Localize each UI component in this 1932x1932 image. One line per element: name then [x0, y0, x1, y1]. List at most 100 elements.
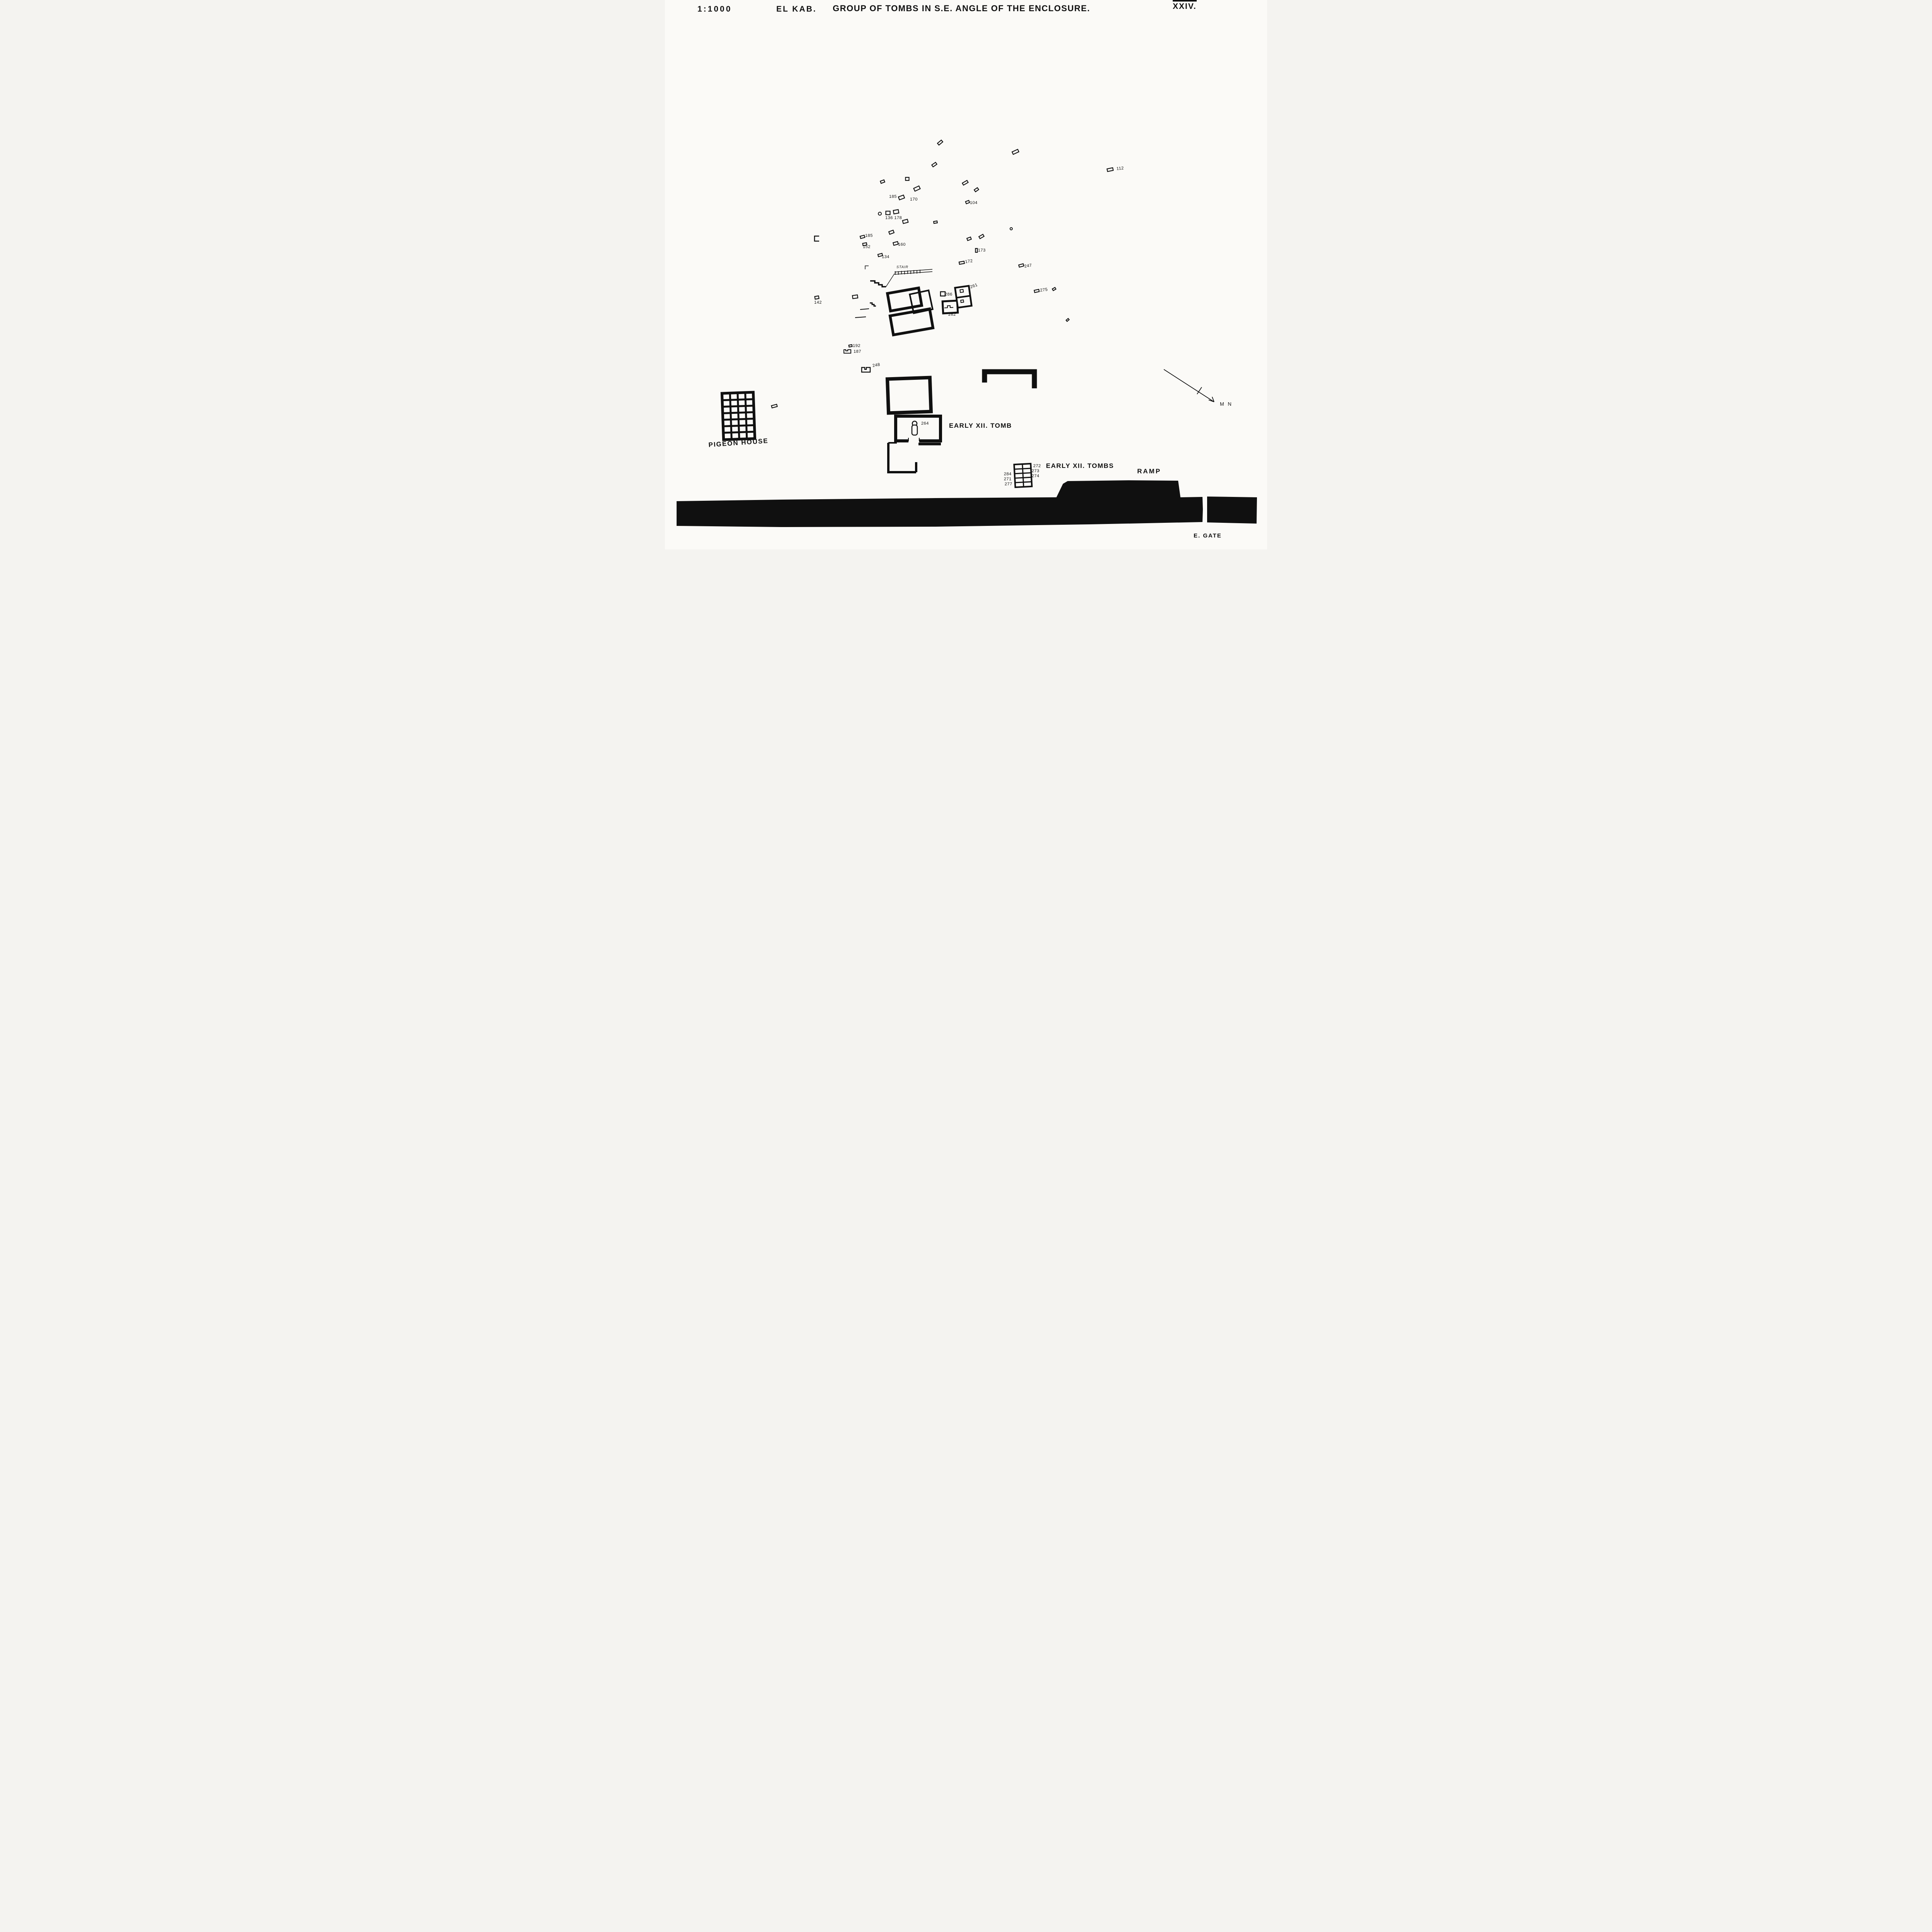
pigeon-house-building-cell [747, 426, 753, 431]
tomb-286-marker [940, 291, 946, 297]
pigeon-house-building-cell [724, 427, 731, 432]
tomb-marker [1011, 148, 1020, 155]
tomb-block-272-building-cell [1024, 478, 1031, 482]
tomb-marker [888, 230, 895, 235]
tomb-marker [852, 294, 859, 299]
lower-chamber [887, 442, 941, 473]
tomb-block-272-building-cell [1015, 474, 1023, 478]
tomb-marker [913, 185, 921, 192]
pigeon-house-building-cell [747, 432, 753, 438]
tomb-marker [961, 180, 969, 186]
enclosure-wall [677, 480, 1203, 527]
circular-tomb-marker [1010, 227, 1013, 230]
pigeon-house-building-cell [747, 406, 753, 412]
tomb-marker [862, 242, 867, 247]
stair-structure [894, 269, 933, 275]
pigeon-house-building-cell [739, 400, 745, 405]
tomb-room-lower [888, 307, 935, 337]
pigeon-house-building-cell [723, 401, 730, 406]
tomb-marker [1018, 263, 1024, 268]
tomb-marker [966, 236, 972, 241]
site-plan-drawing [677, 139, 1257, 527]
pigeon-house-building-cell [731, 413, 738, 419]
stair-label: STAIR [896, 265, 908, 269]
tomb-block-272-building-cell [1023, 464, 1030, 468]
early-xii-tombs-label: EARLY XII. TOMBS [1046, 462, 1114, 469]
tomb-marker [848, 344, 853, 348]
tomb-marker [973, 187, 980, 192]
pigeon-house-building-cell [731, 394, 737, 399]
scattered-tomb-markers [771, 139, 1114, 409]
tomb-block-272-building-cell [1015, 465, 1022, 469]
pigeon-house-building-cell [738, 394, 745, 399]
tomb-marker [902, 219, 909, 224]
wall-fragment-zigzag [870, 302, 876, 307]
stepped-wall [870, 280, 886, 287]
tomb-marker [879, 179, 886, 184]
pigeon-house-building-cell [731, 400, 737, 406]
pigeon-house-building-cell [724, 420, 730, 425]
wall-fragment-b [855, 316, 866, 318]
open-structure [814, 235, 819, 242]
large-tomb-north [885, 376, 933, 415]
tomb-marker [898, 194, 905, 201]
pigeon-house-building-cell [732, 433, 738, 438]
tomb-marker [877, 253, 883, 257]
tomb-block-272-building [1013, 463, 1033, 488]
pigeon-house-building-cell [739, 413, 745, 418]
pigeon-house-building-cell [747, 413, 753, 418]
tomb-block-272-building-cell [1015, 478, 1023, 482]
tomb-264-early-xii [894, 415, 942, 443]
tomb-marker [905, 177, 910, 181]
tomb-block-272-building-cell [1023, 469, 1031, 473]
enclosure-wall-east-of-gate [1207, 497, 1257, 524]
pigeon-house-building-cell [739, 407, 745, 412]
pigeon-house-building-cell [724, 407, 730, 412]
tomb-marker [933, 220, 938, 224]
archaeological-plan-plate: 1:1000 EL KAB. GROUP OF TOMBS IN S.E. AN… [665, 0, 1267, 549]
tomb-marker [1051, 287, 1057, 291]
tomb-marker [814, 295, 820, 300]
tomb-block-272-building-cell [1015, 469, 1022, 473]
tomb-marker [965, 200, 970, 204]
tomb-room-upper [886, 286, 923, 313]
site-name: EL KAB. [776, 5, 817, 14]
plate-number: XXIV. [1173, 0, 1197, 11]
north-arrow [1163, 369, 1214, 402]
pigeon-house-building-cell [747, 420, 753, 425]
structure-248 [861, 367, 871, 373]
tomb-marker [892, 241, 899, 246]
plate-title: GROUP OF TOMBS IN S.E. ANGLE OF THE ENCL… [833, 3, 1090, 13]
tomb-marker [1065, 318, 1070, 322]
east-gate-label: E. GATE [1194, 532, 1222, 539]
central-tomb-complex [855, 285, 973, 337]
circular-tomb-marker [878, 212, 882, 216]
pigeon-house-building-cell [732, 427, 738, 432]
magnetic-north-label: M N [1220, 401, 1233, 407]
tomb-marker [771, 403, 778, 409]
sarcophagus-icon [911, 420, 918, 436]
tomb-marker [859, 235, 866, 239]
tomb-marker [893, 209, 900, 214]
pigeon-house-building-cell [746, 400, 753, 405]
tomb-outline-overlap [908, 289, 934, 315]
stair-access-line [886, 273, 895, 287]
tomb-marker [931, 162, 938, 168]
tomb-262 [941, 299, 959, 315]
tomb-marker [1034, 289, 1040, 293]
pigeon-house-building-cell [740, 433, 746, 438]
pigeon-house-building-cell [724, 433, 731, 439]
pigeon-house-building-cell [740, 426, 746, 432]
partial-enclosure [982, 369, 1037, 388]
tomb-marker [885, 211, 891, 215]
pigeon-house-building-cell [739, 420, 746, 425]
structure-187 [844, 349, 851, 354]
grid-buildings [720, 391, 1033, 488]
tomb-marker [1106, 167, 1114, 172]
early-xii-tomb-label: EARLY XII. TOMB [949, 422, 1012, 429]
corner-tick [865, 265, 869, 269]
pigeon-house-building [720, 391, 757, 441]
tomb-marker [937, 139, 944, 146]
pigeon-house-building-cell [723, 394, 730, 400]
tomb-marker [958, 260, 965, 265]
